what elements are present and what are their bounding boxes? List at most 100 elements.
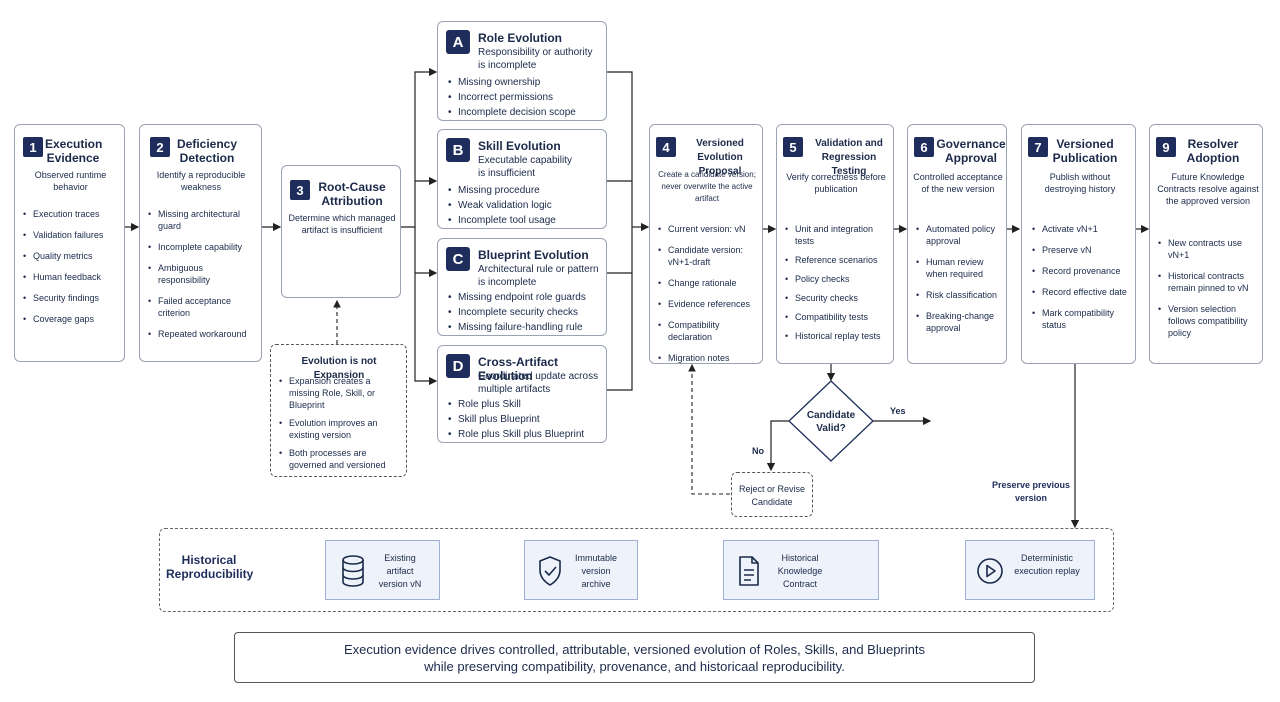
evolution-b-skill: B Skill Evolution Executable capability … — [437, 129, 607, 229]
evolution-subtitle: Executable capability is insufficient — [478, 155, 572, 179]
list-item: Mark compatibility status — [1032, 307, 1134, 331]
list-item: Breaking-change approval — [916, 310, 1006, 334]
evolution-items: Missing ownership Incorrect permissions … — [448, 76, 604, 121]
step-subtitle: Observed runtime behavior — [34, 170, 107, 192]
step-title: Governance Approval — [936, 137, 1006, 165]
history-step: Immutable version archive — [524, 540, 638, 600]
step-number: 3 — [290, 180, 310, 200]
list-item: Incomplete security checks — [448, 306, 606, 319]
list-item: Policy checks — [785, 273, 893, 285]
evolution-d-cross-artifact: D Cross-Artifact Evolution Coordinated u… — [437, 345, 607, 443]
list-item: New contracts use vN+1 — [1158, 237, 1262, 261]
step-deficiency-detection: 2 Deficiency Detection Identify a reprod… — [139, 124, 262, 362]
evolution-items: Missing endpoint role guards Incomplete … — [448, 291, 606, 336]
list-item: Both processes are governed and versione… — [279, 447, 403, 471]
evolution-items: Role plus Skill Skill plus Blueprint Rol… — [448, 398, 606, 443]
step-subtitle: Future Knowledge Contracts resolve again… — [1157, 172, 1259, 206]
list-item: Incorrect permissions — [448, 91, 604, 104]
evolution-title: Blueprint Evolution — [478, 248, 589, 262]
evolution-subtitle: Coordinated update across multiple artif… — [478, 371, 599, 395]
list-item: Quality metrics — [23, 250, 123, 262]
step-number: 1 — [23, 137, 43, 157]
evolution-vs-expansion-note: Evolution is not Expansion Expansion cre… — [270, 344, 407, 477]
database-icon — [342, 555, 364, 587]
list-item: Weak validation logic — [448, 199, 604, 212]
list-item: Version selection follows compatibility … — [1158, 303, 1262, 339]
step-versioned-evolution-proposal: 4 Versioned Evolution Proposal Create a … — [649, 124, 763, 364]
step-number: 5 — [783, 137, 803, 157]
step-items: Execution traces Validation failures Qua… — [23, 208, 123, 334]
list-item: Skill plus Blueprint — [448, 413, 606, 426]
step-subtitle: Controlled acceptance of the new version — [913, 172, 1003, 194]
step-number: 9 — [1156, 137, 1176, 157]
evolution-c-blueprint: C Blueprint Evolution Architectural rule… — [437, 238, 607, 336]
evolution-subtitle: Architectural rule or pattern is incompl… — [478, 264, 599, 288]
list-item: Evidence references — [658, 298, 762, 310]
step-subtitle: Create a candidate version; never overwr… — [658, 170, 756, 203]
list-item: Risk classification — [916, 289, 1006, 301]
list-item: Missing architectural guard — [148, 208, 256, 232]
step-items: Missing architectural guard Incomplete c… — [148, 208, 256, 349]
evolution-letter: B — [446, 138, 470, 162]
list-item: Reference scenarios — [785, 254, 893, 266]
history-step-label: Historical Knowledge Contract — [777, 553, 823, 589]
step-items: Unit and integration tests Reference sce… — [785, 223, 893, 349]
step-title: Execution Evidence — [45, 137, 103, 165]
shield-check-icon — [539, 556, 561, 586]
history-title: Historical Reproducibility — [166, 553, 254, 581]
list-item: Incomplete decision scope — [448, 106, 604, 119]
list-item: Record effective date — [1032, 286, 1134, 298]
list-item: Security checks — [785, 292, 893, 304]
list-item: Expansion creates a missing Role, Skill,… — [279, 375, 403, 411]
step-items: Activate vN+1 Preserve vN Record provena… — [1032, 223, 1134, 340]
evolution-title: Skill Evolution — [478, 139, 561, 153]
list-item: Candidate version: vN+1-draft — [658, 244, 762, 268]
step-title: Validation and Regression Testing — [815, 138, 883, 177]
step-resolver-adoption: 9 Resolver Adoption Future Knowledge Con… — [1149, 124, 1263, 364]
summary-footer: Execution evidence drives controlled, at… — [234, 632, 1035, 683]
step-items: Current version: vN Candidate version: v… — [658, 223, 762, 373]
step-items: New contracts use vN+1 Historical contra… — [1158, 237, 1262, 348]
list-item: Evolution improves an existing version — [279, 417, 403, 441]
history-step-label: Existing artifact version vN — [378, 553, 422, 589]
list-item: Historical replay tests — [785, 330, 893, 342]
evolution-subtitle: Responsibility or authority is incomplet… — [478, 47, 593, 71]
list-item: Ambiguous responsibility — [148, 262, 256, 286]
list-item: Automated policy approval — [916, 223, 1006, 247]
list-item: Historical contracts remain pinned to vN — [1158, 270, 1262, 294]
evolution-title: Cross-Artifact Evolution — [478, 355, 559, 383]
list-item: Migration notes — [658, 352, 762, 364]
list-item: Human review when required — [916, 256, 1006, 280]
list-item: Compatibility tests — [785, 311, 893, 323]
list-item: Missing endpoint role guards — [448, 291, 606, 304]
step-validation-regression-testing: 5 Validation and Regression Testing Veri… — [776, 124, 894, 364]
evolution-title: Role Evolution — [478, 31, 562, 45]
list-item: Change rationale — [658, 277, 762, 289]
step-title: Resolver Adoption — [1186, 137, 1240, 165]
step-execution-evidence: 1 Execution Evidence Observed runtime be… — [14, 124, 125, 362]
evolution-letter: C — [446, 247, 470, 271]
step-title: Deficiency Detection — [176, 137, 238, 165]
step-root-cause-attribution: 3 Root-Cause Attribution Determine which… — [281, 165, 401, 298]
preserve-previous-label: Preserve previous version — [991, 480, 1071, 503]
history-step: Existing artifact version vN — [325, 540, 440, 600]
history-step: Deterministic execution replay — [965, 540, 1095, 600]
footer-line-2: while preserving compatibility, provenan… — [424, 659, 845, 674]
list-item: Missing ownership — [448, 76, 604, 89]
step-number: 2 — [150, 137, 170, 157]
step-subtitle: Verify correctness before publication — [786, 172, 886, 194]
history-step-label: Immutable version archive — [574, 553, 618, 589]
step-subtitle: Identify a reproducible weakness — [156, 170, 246, 192]
list-item: Validation failures — [23, 229, 123, 241]
evolution-items: Missing procedure Weak validation logic … — [448, 184, 604, 229]
evolution-letter: A — [446, 30, 470, 54]
list-item: Missing failure-handling rule — [448, 321, 606, 334]
step-governance-approval: 6 Governance Approval Controlled accepta… — [907, 124, 1007, 364]
list-item: Failed acceptance criterion — [148, 295, 256, 319]
step-title: Root-Cause Attribution — [318, 180, 386, 208]
list-item: Execution traces — [23, 208, 123, 220]
list-item: Role plus Skill — [448, 398, 606, 411]
list-item: Preserve vN — [1032, 244, 1134, 256]
note-items: Expansion creates a missing Role, Skill,… — [279, 375, 403, 477]
